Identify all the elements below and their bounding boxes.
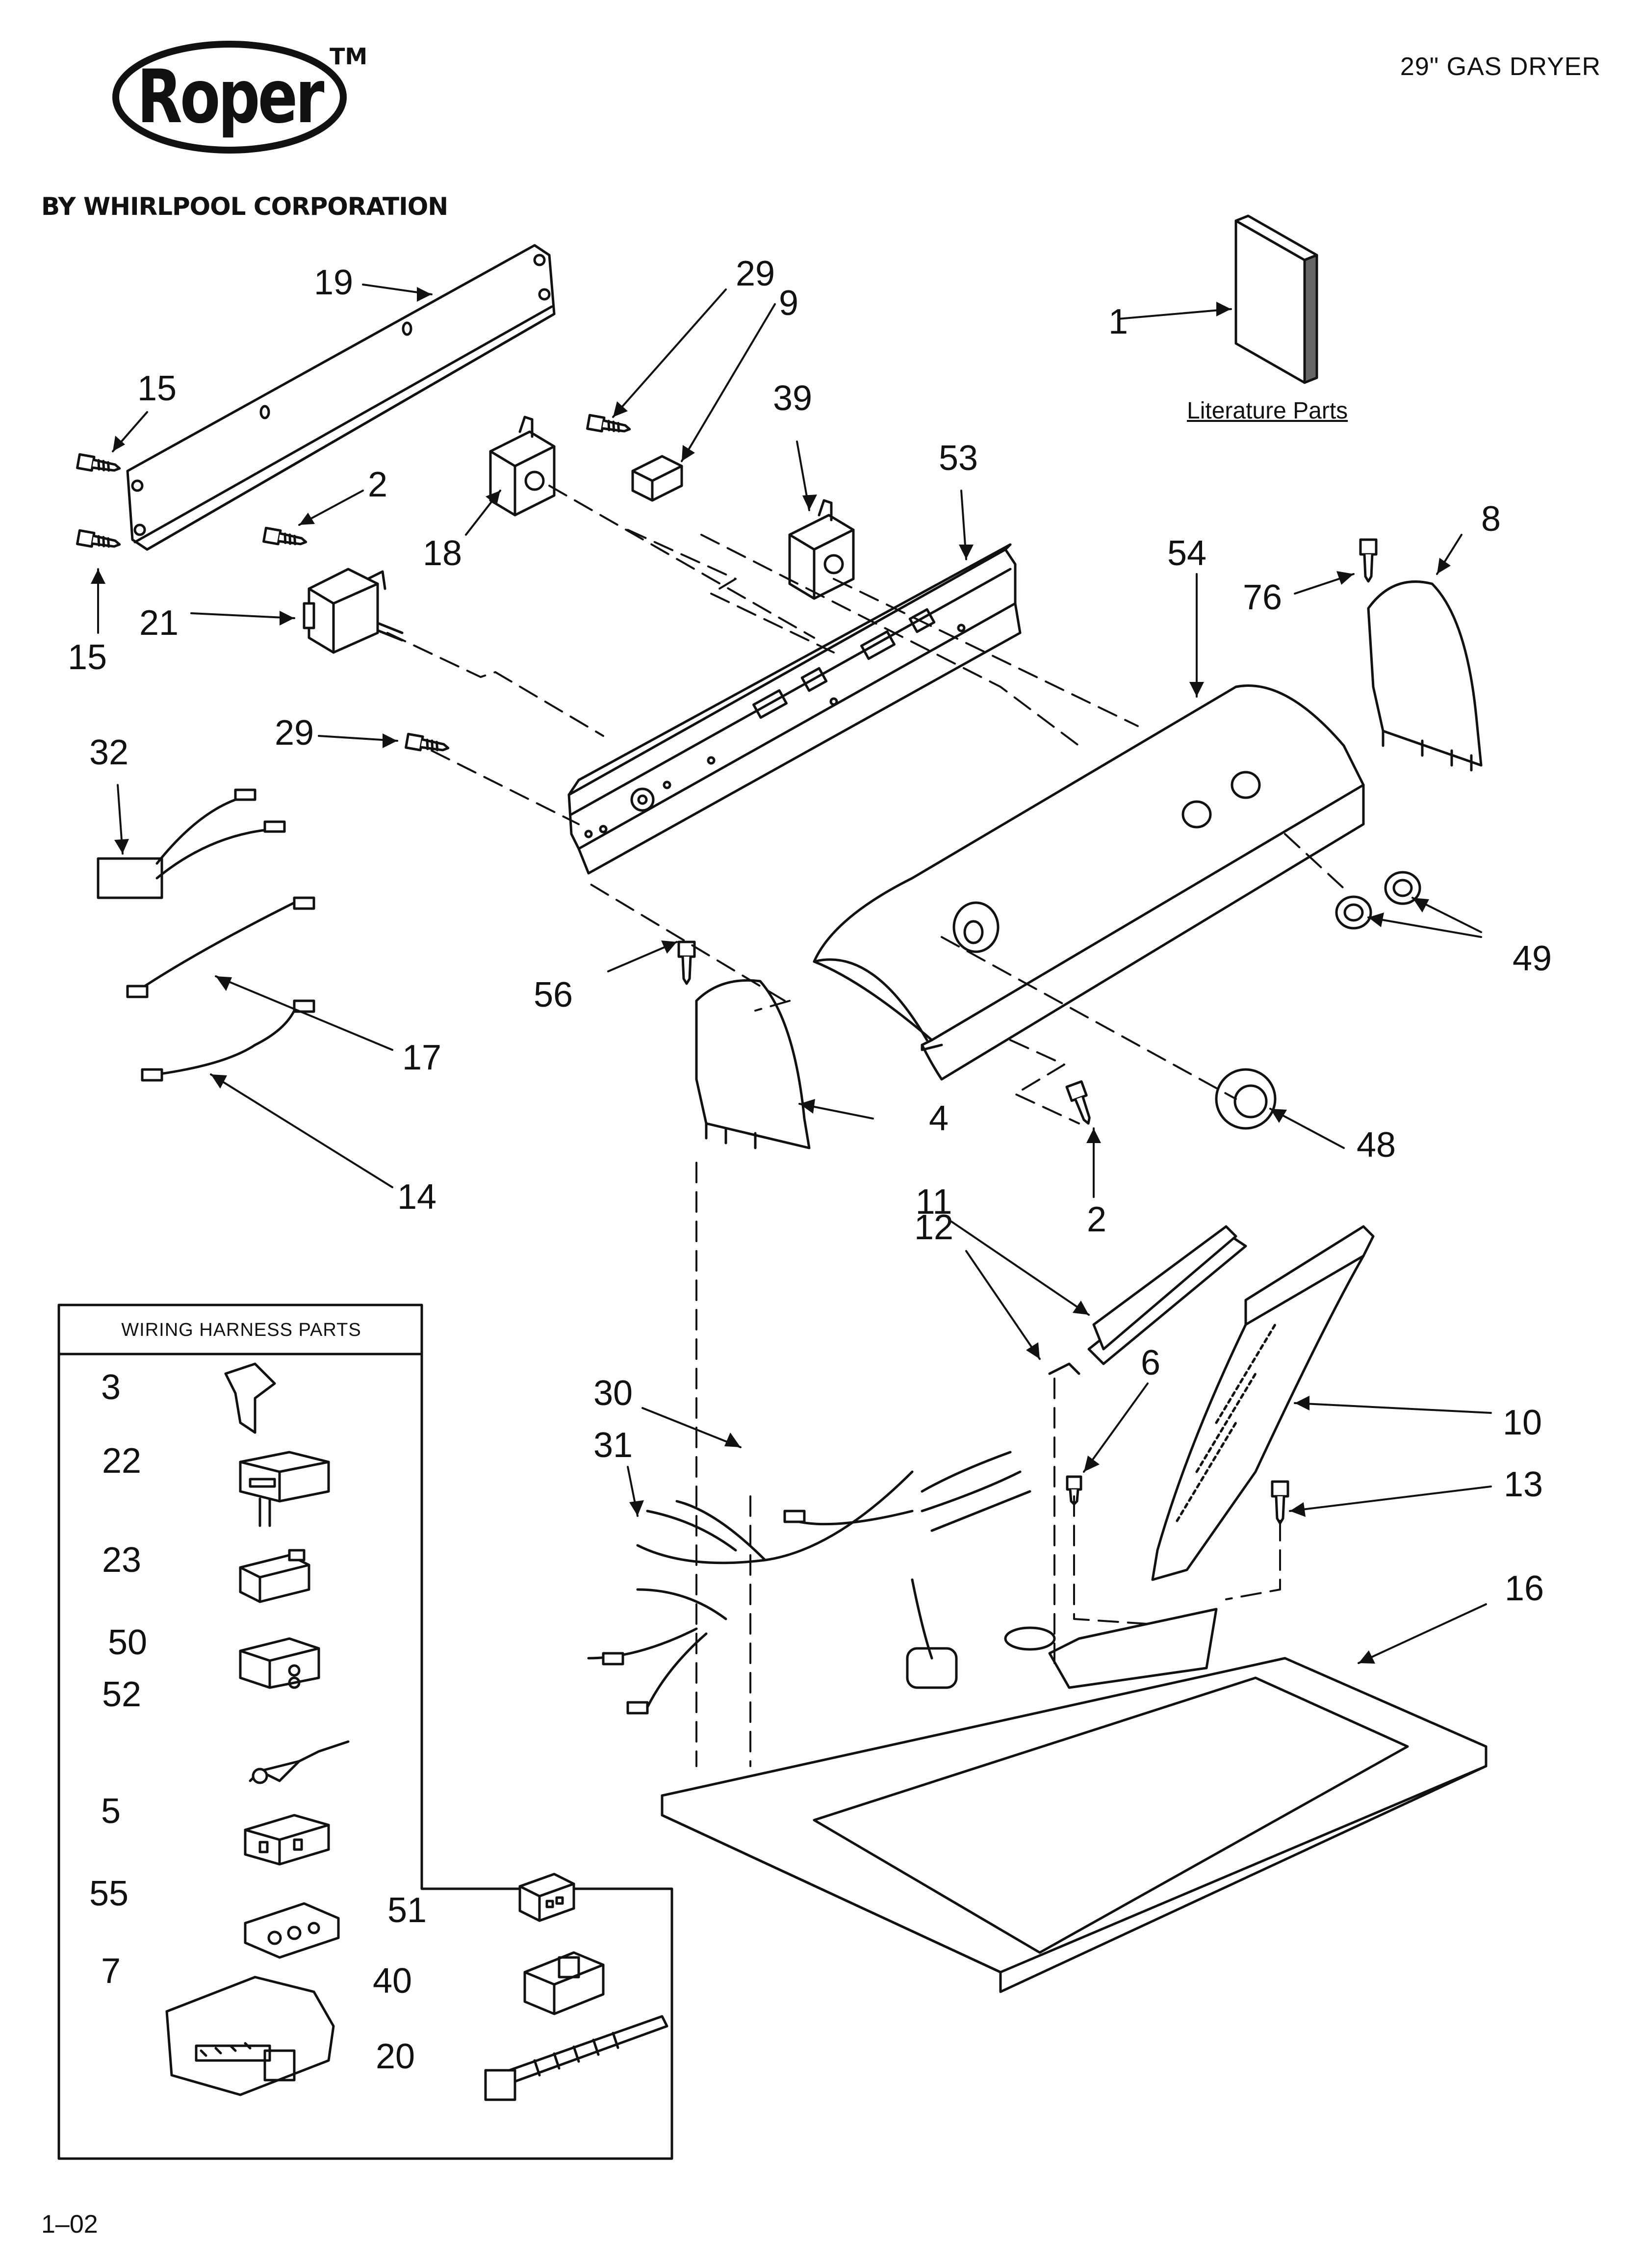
knob-parts xyxy=(1215,871,1421,1130)
callout-19: 19 xyxy=(313,263,354,302)
callout-20: 20 xyxy=(375,2037,415,2076)
switch-parts xyxy=(303,416,855,654)
wiring-harness-parts xyxy=(97,788,1031,1715)
callout-7: 7 xyxy=(101,1952,121,1991)
page-code: 1–02 xyxy=(41,2210,98,2239)
callout-29-left: 29 xyxy=(274,713,314,753)
callout-21: 21 xyxy=(139,603,179,643)
callout-11: 11 xyxy=(915,1182,952,1222)
callout-17: 17 xyxy=(402,1038,442,1077)
callout-2-top: 2 xyxy=(367,465,388,504)
callout-3: 3 xyxy=(101,1368,121,1407)
callout-39: 39 xyxy=(772,379,813,418)
control-panel-frame-part xyxy=(567,543,1022,875)
callout-40: 40 xyxy=(372,1961,412,2001)
callout-51: 51 xyxy=(387,1891,427,1930)
callout-56: 56 xyxy=(533,975,573,1015)
rear-panel-part xyxy=(126,244,556,551)
literature-book-part xyxy=(1234,214,1318,384)
callout-49: 49 xyxy=(1512,939,1552,978)
callout-8: 8 xyxy=(1481,499,1501,539)
brand-name: Roper xyxy=(137,54,324,140)
page-title: 29" GAS DRYER xyxy=(1400,52,1601,81)
callout-15-top: 15 xyxy=(137,369,177,408)
callout-16: 16 xyxy=(1504,1569,1544,1608)
logo-oval xyxy=(112,41,347,154)
callout-23: 23 xyxy=(102,1540,142,1580)
literature-parts-label: Literature Parts xyxy=(1187,398,1348,424)
callout-18: 18 xyxy=(422,534,462,573)
callout-13: 13 xyxy=(1503,1465,1543,1504)
callout-54: 54 xyxy=(1167,534,1207,573)
callout-arrowheads xyxy=(91,287,1451,1664)
callout-12: 12 xyxy=(914,1208,954,1247)
end-cap-parts xyxy=(695,580,1483,1149)
roper-logo: Roper xyxy=(112,40,347,154)
callout-22: 22 xyxy=(102,1441,142,1481)
callout-14: 14 xyxy=(397,1177,437,1217)
callout-5: 5 xyxy=(101,1792,121,1831)
harness-small-parts xyxy=(165,1362,668,2101)
callout-30: 30 xyxy=(593,1374,633,1413)
callout-48: 48 xyxy=(1356,1125,1396,1165)
callout-32: 32 xyxy=(89,733,129,772)
callout-4: 4 xyxy=(928,1099,949,1138)
callout-31: 31 xyxy=(593,1426,633,1465)
dryer-top-part xyxy=(661,1608,1488,1993)
brand-byline: BY WHIRLPOOL CORPORATION xyxy=(41,192,448,221)
callout-53: 53 xyxy=(938,439,978,478)
callout-2-bottom: 2 xyxy=(1086,1200,1107,1239)
console-part xyxy=(813,684,1365,1081)
harness-box-title: WIRING HARNESS PARTS xyxy=(121,1320,361,1340)
callout-76: 76 xyxy=(1242,578,1283,617)
callout-9: 9 xyxy=(778,284,799,323)
callout-29-top: 29 xyxy=(735,254,775,293)
callout-10: 10 xyxy=(1502,1403,1542,1442)
screw-parts xyxy=(76,414,1378,1525)
assembly-guide-lines xyxy=(386,485,1350,1767)
callout-55: 55 xyxy=(89,1874,129,1913)
callout-50: 50 xyxy=(107,1623,148,1662)
wiring-harness-box xyxy=(57,1303,673,2160)
trademark-mark: TM xyxy=(330,43,368,70)
callout-52: 52 xyxy=(102,1675,142,1714)
lint-filter-parts xyxy=(1048,1225,1375,1581)
callout-1: 1 xyxy=(1108,302,1129,341)
callout-15-bottom: 15 xyxy=(67,638,107,677)
callout-6: 6 xyxy=(1140,1343,1161,1382)
